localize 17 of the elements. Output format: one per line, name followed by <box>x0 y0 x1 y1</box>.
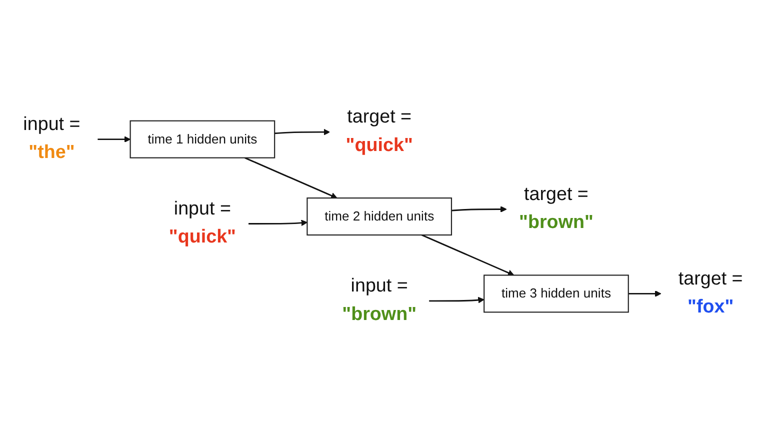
arrow <box>429 296 484 304</box>
arrow <box>628 290 662 297</box>
node-text: target = "quick" <box>346 105 413 156</box>
node-text: target = "fox" <box>678 266 743 317</box>
node-box: time 3 hidden units <box>484 274 629 313</box>
arrow <box>248 220 308 226</box>
node-text: input = "quick" <box>168 196 236 247</box>
node-box: time 1 hidden units <box>130 120 276 158</box>
arrow <box>421 234 514 276</box>
node-text: input = "the" <box>23 112 80 163</box>
node-text: target = "brown" <box>519 182 594 232</box>
arrow <box>451 206 507 212</box>
arrow <box>274 128 330 136</box>
node-text: input = "brown" <box>342 274 417 324</box>
arrow <box>244 157 338 199</box>
arrow <box>98 136 131 142</box>
node-box: time 2 hidden units <box>306 197 452 236</box>
